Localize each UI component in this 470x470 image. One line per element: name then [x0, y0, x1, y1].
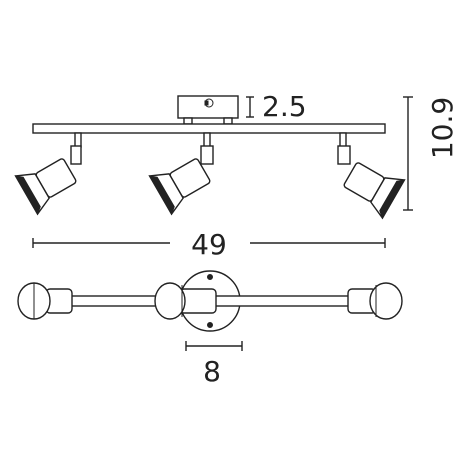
spotlight-right-side [337, 132, 406, 220]
dimension-canopy-diameter: 8 [185, 341, 243, 388]
total-width-label: 49 [191, 228, 227, 261]
spotlight-middle-side [148, 132, 214, 216]
total-height-label: 10.9 [426, 97, 459, 159]
base-height-label: 2.5 [262, 90, 307, 123]
canopy-box-side [177, 95, 239, 125]
track-bar-side [32, 123, 386, 134]
dimension-total-width: 49 [32, 228, 386, 261]
spotlight-right-top [347, 282, 403, 320]
dimension-base-height: 2.5 [246, 90, 307, 123]
spotlight-middle-top [154, 282, 217, 320]
canopy-diameter-label: 8 [203, 355, 221, 388]
top-view [17, 270, 403, 332]
spotlight-left-side [14, 132, 82, 216]
side-view [14, 95, 406, 220]
spotlight-left-top [17, 282, 73, 320]
dimension-total-height: 10.9 [403, 96, 459, 211]
